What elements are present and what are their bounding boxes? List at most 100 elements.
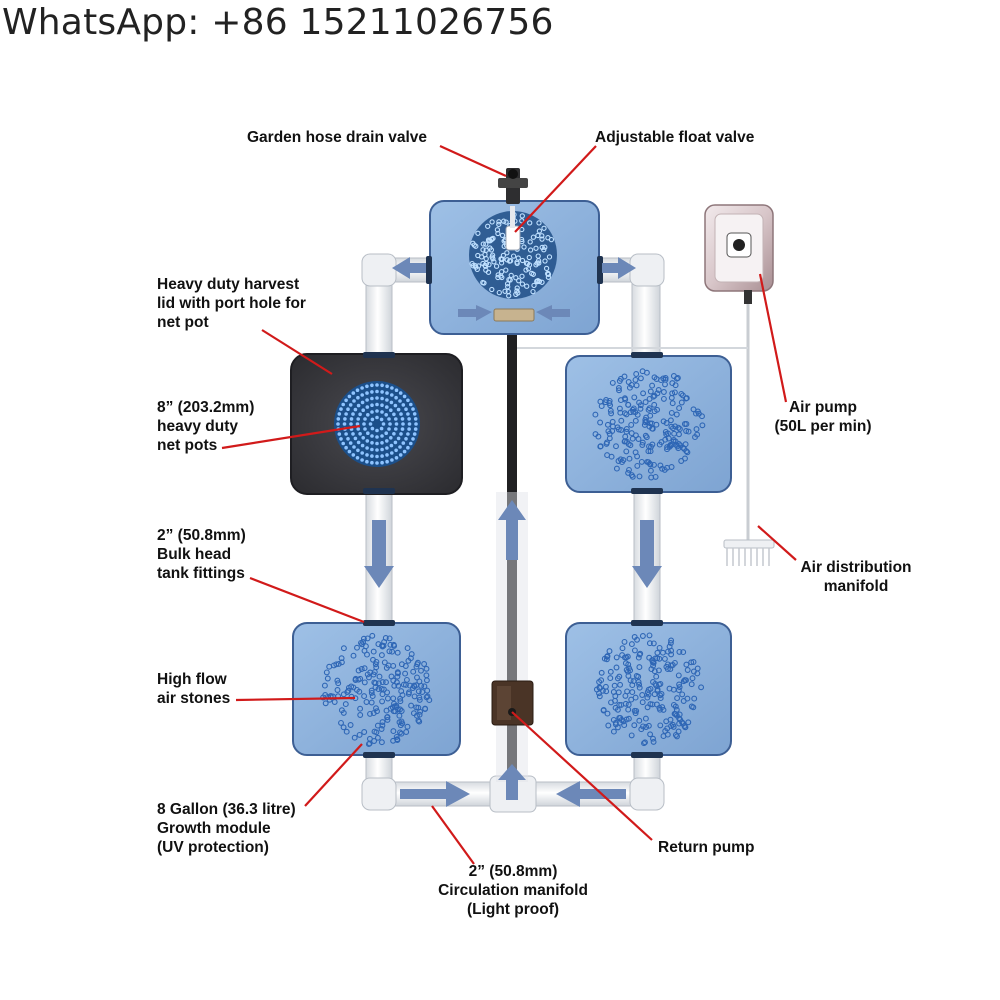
bubble-icon xyxy=(404,723,411,730)
flow-arrow-icon xyxy=(632,520,662,588)
bubble-icon xyxy=(535,232,541,239)
bubble-icon xyxy=(530,234,537,240)
bubble-icon xyxy=(623,428,630,435)
bubble-icon xyxy=(608,410,615,417)
net-pot-hole-icon xyxy=(375,461,379,465)
pipe-elbow-bottom-right xyxy=(629,777,665,811)
bubble-icon xyxy=(671,659,678,666)
bubble-icon xyxy=(321,682,328,689)
bubble-icon xyxy=(676,711,683,718)
bubble-icon xyxy=(514,288,520,294)
bubble-icon xyxy=(604,421,611,428)
bubble-icon xyxy=(633,371,640,377)
bubble-icon xyxy=(368,699,375,706)
bubble-icon xyxy=(386,635,393,642)
bubble-icon xyxy=(649,425,656,432)
bubble-icon xyxy=(398,661,405,668)
bubble-icon xyxy=(699,422,706,429)
bubble-icon xyxy=(370,710,377,717)
bubble-icon xyxy=(679,392,686,399)
bubble-icon xyxy=(524,283,530,289)
air-stone-bubbles xyxy=(320,632,433,748)
bubble-icon xyxy=(618,717,625,723)
bubble-icon xyxy=(501,218,507,224)
net-pot-hole-icon xyxy=(407,427,411,431)
bubble-icon xyxy=(632,694,639,701)
bubble-icon xyxy=(636,664,643,671)
bubble-icon xyxy=(657,706,663,713)
bubble-icon xyxy=(669,380,676,387)
bubble-icon xyxy=(639,439,646,446)
bubble-icon xyxy=(660,389,667,395)
net-pot-hole-icon xyxy=(358,432,362,436)
bubble-icon xyxy=(683,661,690,668)
growth-module-bottom-left xyxy=(292,622,461,756)
leader-lines xyxy=(221,144,797,865)
flow-arrow-icon xyxy=(536,305,570,321)
net-pot-hole-icon xyxy=(385,453,389,457)
bubble-icon xyxy=(684,449,691,456)
bubble-icon xyxy=(365,741,372,748)
net-pot-hole-icon xyxy=(370,403,374,408)
net-pot-hole-icon xyxy=(344,445,348,450)
bubble-icon xyxy=(382,635,389,641)
bulkhead-fitting-icon xyxy=(597,256,603,284)
leader-line-air-stones xyxy=(235,696,356,702)
net-pot-hole-icon xyxy=(366,413,370,417)
bubble-icon xyxy=(491,259,497,265)
bubble-icon xyxy=(642,739,648,746)
bubble-icon xyxy=(630,678,637,685)
bubble-icon xyxy=(694,431,701,438)
bubble-icon xyxy=(516,278,522,284)
air-pump-outlet-icon xyxy=(744,290,752,304)
bubble-icon xyxy=(338,719,344,726)
net-pot-hole-icon xyxy=(361,408,366,413)
bulkhead-fitting-icon xyxy=(363,352,395,358)
bubble-icon xyxy=(632,417,639,424)
bubble-icon xyxy=(640,390,647,397)
bubble-icon xyxy=(683,448,690,455)
bubble-icon xyxy=(651,374,658,381)
bubble-icon xyxy=(535,258,542,264)
net-pot-hole-icon xyxy=(370,434,374,438)
bubble-icon xyxy=(375,686,382,693)
bubble-icon xyxy=(469,260,475,267)
net-pot-hole-icon xyxy=(356,403,361,408)
bubble-icon xyxy=(675,441,682,447)
net-pot-hole-icon xyxy=(356,440,361,445)
bubble-icon xyxy=(662,436,669,443)
bubble-icon xyxy=(664,444,671,451)
bubble-icon xyxy=(397,698,404,705)
net-pot-hole-icon xyxy=(366,431,370,436)
net-pot-hole-icon xyxy=(360,386,364,390)
bubble-icon xyxy=(539,236,545,242)
bubble-icon xyxy=(615,689,622,696)
bubble-icon xyxy=(333,661,340,668)
bubble-icon xyxy=(667,640,674,646)
net-pot-hole-icon xyxy=(360,443,365,448)
bubble-icon xyxy=(496,219,502,225)
bubble-icon xyxy=(334,687,341,693)
bubble-icon xyxy=(370,671,377,678)
bubble-icon xyxy=(653,673,660,680)
bubble-icon xyxy=(632,376,639,383)
bubble-icon xyxy=(613,465,620,472)
bubble-icon xyxy=(364,671,371,678)
bubble-icon xyxy=(662,428,669,435)
bubble-icon xyxy=(631,394,638,401)
net-pot-hole-icon xyxy=(379,417,384,422)
bubble-icon xyxy=(508,272,514,279)
bubble-icon xyxy=(397,706,404,713)
net-pot-hole-icon xyxy=(394,417,398,421)
bubble-icon xyxy=(379,679,386,686)
net-pot-hole-icon xyxy=(375,415,379,420)
bubble-icon xyxy=(623,426,630,432)
bubble-icon xyxy=(604,710,611,717)
bubble-icon xyxy=(610,716,617,723)
bubble-icon xyxy=(621,373,628,380)
bubble-icon xyxy=(378,726,385,732)
leader-line-net-pots xyxy=(221,424,361,450)
net-pot-hole-icon xyxy=(396,436,401,441)
bubble-icon xyxy=(389,648,396,655)
bubble-icon xyxy=(616,405,623,412)
